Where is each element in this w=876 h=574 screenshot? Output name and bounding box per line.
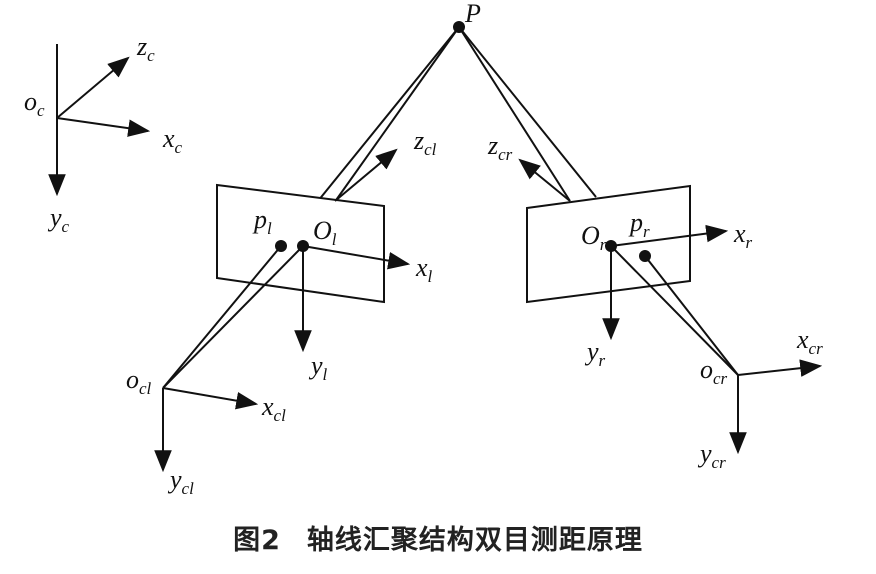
right-ray-to-pr — [644, 255, 739, 376]
label-right-image-origin: Or — [581, 221, 607, 254]
label-world-y: yc — [47, 203, 70, 236]
label-world-x: xc — [162, 124, 183, 157]
right-camera-x-axis — [737, 359, 823, 377]
left-ray-to-Ol — [162, 245, 304, 389]
left-image-point-pl — [275, 240, 287, 252]
label-left-camera-y: ycl — [167, 465, 194, 498]
label-P: P — [464, 0, 481, 28]
label-right-image-y: yr — [584, 337, 606, 370]
label-right-camera-origin: ocr — [700, 355, 728, 388]
label-right-image-x: xr — [733, 219, 753, 252]
figure-number: 图2 — [233, 525, 281, 556]
right-camera-z-axis — [518, 158, 571, 202]
right-sight-line-2 — [458, 26, 571, 202]
label-world-origin: oc — [24, 87, 45, 120]
label-left-camera-x: xcl — [261, 392, 286, 425]
left-camera-x-axis — [162, 387, 259, 410]
label-right-camera-z: zcr — [487, 131, 513, 164]
label-left-image-y: yl — [308, 351, 328, 384]
label-left-camera-origin: ocl — [126, 365, 152, 398]
world-x-axis — [56, 117, 151, 137]
left-sight-line — [317, 26, 460, 202]
label-left-camera-z: zcl — [413, 126, 437, 159]
right-image-point-pr — [639, 250, 651, 262]
right-image-x-axis — [610, 224, 729, 247]
label-left-image-x: xl — [415, 253, 433, 286]
world-frame — [48, 44, 151, 197]
label-left-image-point: pl — [252, 205, 272, 238]
label-left-image-origin: Ol — [313, 216, 337, 249]
left-ray-to-pl — [162, 245, 282, 389]
right-ray-to-Or — [610, 245, 739, 376]
label-right-camera-x: xcr — [796, 325, 823, 358]
right-sight-line — [458, 26, 597, 198]
left-camera-frame — [154, 387, 259, 473]
target-point-P — [453, 21, 465, 33]
target-point-group — [317, 21, 597, 204]
figure-title: 轴线汇聚结构双目测距原理 — [306, 525, 643, 556]
label-world-z: zc — [136, 32, 155, 65]
label-right-image-point: pr — [628, 208, 650, 241]
left-camera-z-axis — [334, 148, 398, 202]
label-right-camera-y: ycr — [697, 439, 726, 472]
right-image-plane-group — [518, 158, 739, 376]
left-sight-line-2 — [333, 26, 460, 204]
left-image-origin-Ol — [297, 240, 309, 252]
world-z-axis — [56, 56, 130, 119]
left-image-plane-group — [162, 148, 411, 389]
right-camera-frame — [729, 359, 823, 455]
figure-caption: 图2 轴线汇聚结构双目测距原理 — [0, 518, 876, 557]
left-image-x-axis — [302, 245, 411, 270]
right-image-origin-Or — [605, 240, 617, 252]
